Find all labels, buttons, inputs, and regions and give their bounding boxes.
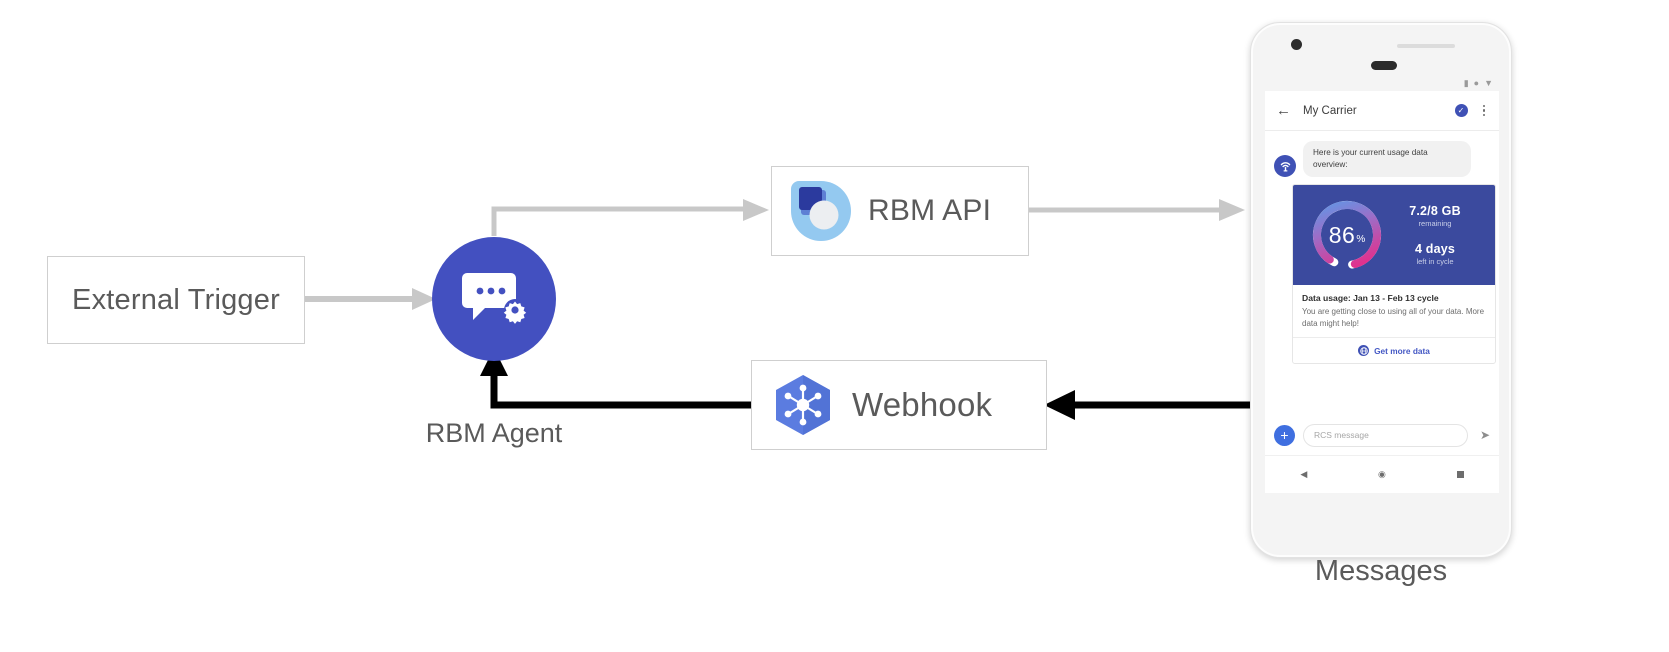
usage-gauge: 86 % [1309,197,1385,273]
cloud-functions-hexagon-icon [776,375,830,435]
rbm-droplet-icon [791,181,851,241]
front-camera-icon [1291,39,1302,50]
get-more-data-label: Get more data [1374,345,1430,356]
node-rbm-agent[interactable] [432,237,556,361]
overflow-menu-icon[interactable] [1480,103,1489,119]
rich-card-media: 86 % 7.2/8 GB remaining 4 days left in c… [1293,185,1495,285]
sensor-strip [1397,44,1455,48]
message-composer: + RCS message ➤ [1265,415,1499,455]
gauge-value: 86 [1328,221,1356,248]
node-rbm-api[interactable]: RBM API [771,166,1029,256]
message-bubble: Here is your current usage data overview… [1303,141,1471,177]
node-webhook[interactable]: Webhook [751,360,1047,450]
phone-screen: ← My Carrier ✓ Here is your curre [1265,91,1499,493]
verified-shield-icon[interactable]: ✓ [1454,104,1468,117]
rich-card[interactable]: 86 % 7.2/8 GB remaining 4 days left in c… [1292,184,1496,364]
globe-icon [1358,345,1370,356]
app-bar: ← My Carrier ✓ [1265,91,1499,131]
android-nav-bar: ◀ ◉ [1265,455,1499,493]
rich-card-description: You are getting close to using all of yo… [1302,307,1485,328]
rich-card-title: Data usage: Jan 13 - Feb 13 cycle [1302,293,1439,303]
incoming-message-row: Here is your current usage data overview… [1274,141,1490,177]
wifi-icon: ● [1473,77,1480,88]
rich-card-body: Data usage: Jan 13 - Feb 13 cycle You ar… [1293,285,1495,337]
messages-label: Messages [1314,555,1448,587]
webhook-label: Webhook [852,386,993,423]
send-icon[interactable]: ➤ [1479,428,1490,442]
days-left-caption: left in cycle [1416,257,1454,266]
node-external-trigger[interactable]: External Trigger [47,256,305,344]
phone-mockup: ▮ ● ▼ ← My Carrier ✓ [1250,22,1512,558]
days-left-value: 4 days [1414,242,1456,256]
app-bar-title: My Carrier [1303,104,1357,117]
signal-tower-glyph [1280,161,1290,171]
carrier-signal-icon [1274,155,1296,177]
data-remaining-caption: remaining [1418,219,1452,228]
earpiece-speaker [1371,61,1397,70]
signal-icon: ▮ [1463,77,1469,88]
chat-gear-icon [462,273,527,324]
add-attachment-button[interactable]: + [1274,424,1295,446]
conversation: Here is your current usage data overview… [1265,131,1499,364]
rcs-message-input[interactable]: RCS message [1303,423,1468,447]
rcs-message-placeholder: RCS message [1314,430,1369,440]
rbm-api-label: RBM API [868,194,992,227]
nav-home-icon[interactable]: ◉ [1378,469,1386,479]
external-trigger-label: External Trigger [72,283,280,316]
data-remaining-value: 7.2/8 GB [1409,204,1461,218]
gauge-unit: % [1356,233,1366,245]
status-bar: ▮ ● ▼ [1265,75,1499,91]
nav-recents-icon[interactable] [1456,471,1464,478]
rbm-agent-label: RBM Agent [425,418,563,448]
usage-stats: 7.2/8 GB remaining 4 days left in cycle [1385,204,1485,266]
battery-icon: ▼ [1484,77,1493,88]
nav-back-icon[interactable]: ◀ [1300,469,1308,479]
get-more-data-button[interactable]: Get more data [1293,337,1495,363]
gauge-text: 86 % [1309,197,1385,273]
arrow-left-icon[interactable]: ← [1276,102,1291,119]
